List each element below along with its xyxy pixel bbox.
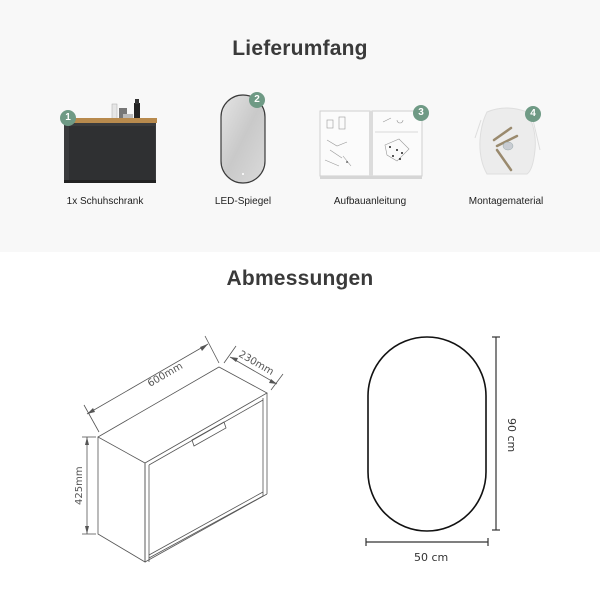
item-number-badge: 1 [60, 110, 76, 126]
delivery-item-hardware: 4 Montagematerial [441, 90, 571, 215]
item-label: Aufbauanleitung [333, 196, 407, 207]
mounting-hardware-bag-image [441, 90, 571, 190]
cabinet-height-label: 425mm [74, 466, 85, 505]
led-mirror-image [178, 90, 308, 190]
delivery-item-cabinet: 1 1x Schuhschrank [40, 90, 170, 215]
delivery-title: Lieferumfang [232, 37, 368, 60]
item-number-badge: 4 [525, 106, 541, 122]
cabinet-dimension-drawing: 600mm 230mm 425mm [0, 300, 300, 600]
dimensions-title: Abmessungen [226, 267, 374, 290]
mirror-width-label: 50 cm [414, 551, 448, 564]
cabinet-depth-label: 230mm [237, 349, 276, 378]
item-number-badge: 2 [249, 92, 265, 108]
mirror-dimension-drawing: 90 cm 50 cm [300, 300, 600, 600]
mirror-height-label: 90 cm [505, 418, 518, 452]
assembly-instructions-image [305, 90, 435, 190]
cabinet-width-label: 600mm [146, 361, 185, 390]
item-label: LED-Spiegel [214, 196, 272, 207]
delivery-item-mirror: 2 LED-Spiegel [178, 90, 308, 215]
item-number-badge: 3 [413, 105, 429, 121]
shoe-cabinet-image [40, 90, 170, 190]
item-label: 1x Schuhschrank [66, 196, 144, 207]
delivery-item-manual: 3 Aufbauanleitung [305, 90, 435, 215]
item-label: Montagematerial [468, 196, 544, 207]
